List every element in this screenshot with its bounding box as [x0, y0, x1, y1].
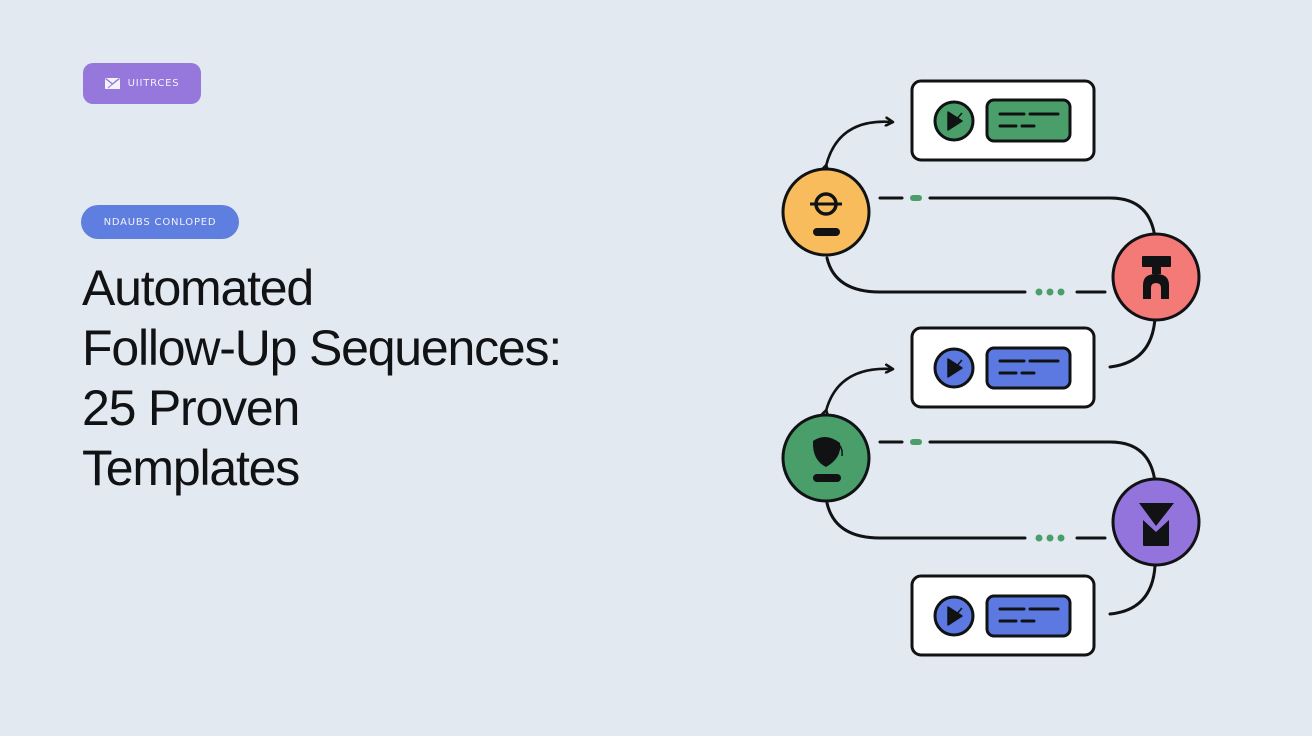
- message-bubble: [985, 346, 1072, 390]
- text-lines-icon: [998, 359, 1060, 375]
- page-title: Automated Follow-Up Sequences: 25 Proven…: [82, 258, 562, 498]
- node-purple[interactable]: [1111, 477, 1201, 567]
- message-card-2[interactable]: [910, 326, 1096, 409]
- theta-person-icon: [810, 192, 842, 236]
- text-lines-icon: [998, 112, 1060, 128]
- connector-line: [1108, 564, 1157, 616]
- connector-line: [928, 196, 1157, 240]
- double-arrow-2: [826, 369, 892, 411]
- connector-dot: [1046, 288, 1054, 296]
- category-badge[interactable]: UIITRCES: [83, 63, 201, 104]
- title-line-4: Templates: [82, 440, 300, 496]
- message-bubble: [985, 594, 1072, 638]
- connector-dot: [1057, 288, 1065, 296]
- person-icon: [812, 436, 843, 482]
- connector-dash-dot: [910, 195, 922, 201]
- node-red[interactable]: [1111, 232, 1201, 322]
- connector-dot: [1046, 534, 1054, 542]
- connector-line: [1108, 316, 1157, 369]
- connector-group-2: [825, 440, 1157, 616]
- title-line-2: Follow-Up Sequences:: [82, 320, 562, 376]
- tag-badge[interactable]: NDAUBS CONLOPED: [81, 205, 239, 239]
- connector-line: [928, 440, 1157, 484]
- double-arrow-1: [826, 122, 892, 166]
- connector-line: [825, 256, 1027, 294]
- connector-dot: [1035, 534, 1043, 542]
- connector-dot: [1057, 534, 1065, 542]
- category-badge-label: UIITRCES: [127, 78, 180, 89]
- title-line-3: 25 Proven: [82, 380, 300, 436]
- message-card-3[interactable]: [910, 574, 1096, 657]
- message-bubble: [985, 98, 1072, 143]
- title-line-1: Automated: [82, 260, 314, 316]
- message-card-1[interactable]: [910, 79, 1096, 162]
- connector-dot: [1035, 288, 1043, 296]
- connector-line: [825, 501, 1027, 540]
- mail-icon: [104, 78, 120, 89]
- fork-icon: [1142, 256, 1171, 299]
- tag-badge-label: NDAUBS CONLOPED: [103, 216, 217, 228]
- connector-dash-dot: [910, 439, 922, 445]
- node-orange[interactable]: [781, 167, 871, 257]
- connector-group-1: [825, 196, 1157, 369]
- hourglass-mail-icon: [1139, 503, 1174, 546]
- text-lines-icon: [998, 607, 1060, 623]
- node-green[interactable]: [781, 413, 871, 503]
